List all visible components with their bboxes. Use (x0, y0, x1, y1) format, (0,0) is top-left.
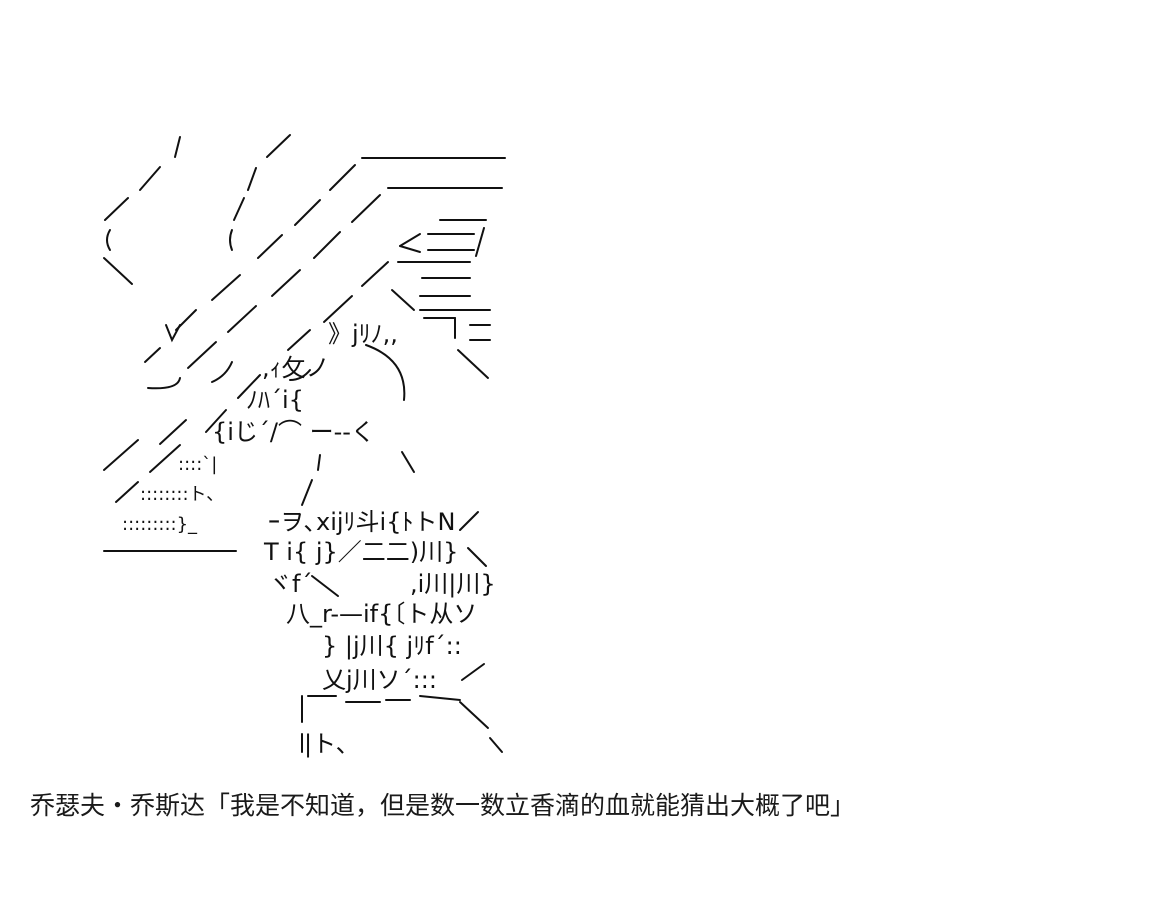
art-line-15: |ト、 (304, 730, 360, 758)
art-line-2: ,ｨ攵ノ (262, 354, 330, 382)
art-line-11: ,i川|川} (410, 570, 496, 598)
art-line-13: } |j川{ jﾘf´:: (322, 632, 462, 660)
dialogue-caption: 乔瑟夫・乔斯达「我是不知道，但是数一数立香滴的血就能猜出大概了吧」 (30, 791, 856, 820)
art-line-14: 乂j川ソ´::: (322, 666, 437, 694)
art-line-8: ｰヲ､xijﾘ斗i{ﾄトN (268, 508, 455, 536)
art-line-6: ::::::::ト、 (140, 484, 224, 505)
art-line-4: {iじ´/⌒ ー--く (212, 418, 375, 446)
art-line-1: 》jﾘﾉ,, (328, 320, 398, 348)
art-line-7: :::::::::}_ (122, 514, 198, 535)
art-strokes (103, 134, 506, 753)
art-line-3: ﾉﾊ´i{ (246, 386, 304, 414)
art-line-5: ::::`| (178, 454, 217, 475)
art-line-12: 八_r-—if{〔ト从ソ (286, 600, 477, 628)
art-text-fragments: 》jﾘﾉ,, ,ｨ攵ノ ﾉﾊ´i{ {iじ´/⌒ ー--く ::::`| :::… (122, 320, 496, 758)
art-line-9: T i{ j}／二二)川} (263, 538, 458, 566)
art-line-10: ヾf´ (268, 570, 312, 598)
